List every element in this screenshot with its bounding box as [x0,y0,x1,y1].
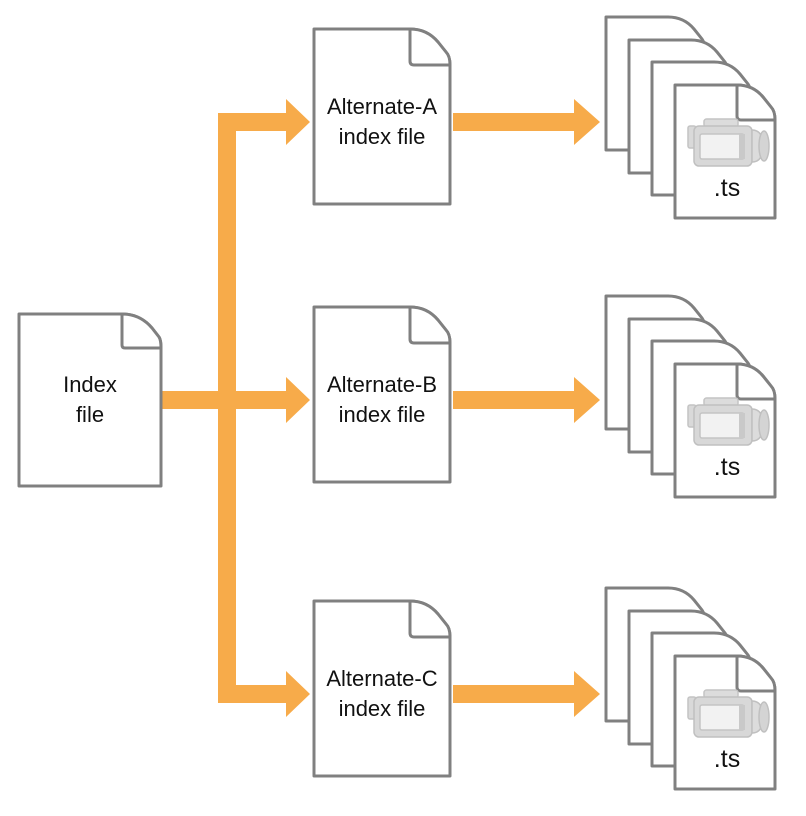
bus-arm-top [218,99,310,145]
ts-stack-a-label: .ts [714,174,740,202]
index-file-label-line2: file [76,402,104,427]
connector-arrow-a-to-ts [453,99,600,145]
index-file-label-line1: Index [63,372,117,397]
bus-vertical-spine [218,113,236,703]
alternate-b-label-line1: Alternate-B [327,372,437,397]
document-fold-icon [120,312,163,350]
connector-trunk-bus [160,99,310,717]
arrow-c-shape [453,671,600,717]
alternate-c-label-line1: Alternate-C [326,666,437,691]
arrow-b-shape [453,377,600,423]
ts-stack-fold-icon [735,83,777,122]
bus-arm-bottom [218,671,310,717]
ts-stack-fold-icon [735,654,777,693]
camcorder-icon [687,118,770,167]
index-file[interactable]: Index file [17,312,163,488]
document-fold-icon [408,599,452,639]
alternate-c[interactable]: Alternate-C index file [312,599,452,778]
ts-stack-fold-icon [735,362,777,401]
ts-stack-b-label: .ts [714,453,740,481]
alternate-b[interactable]: Alternate-B index file [312,305,452,484]
alternate-a-label-line1: Alternate-A [327,94,437,119]
ts-stack-c[interactable]: .ts [604,586,777,791]
alternate-a[interactable]: Alternate-A index file [312,27,452,206]
document-fold-icon [408,305,452,345]
arrow-a-shape [453,99,600,145]
connector-arrow-b-to-ts [453,377,600,423]
alternate-a-label-line2: index file [339,124,426,149]
ts-stack-c-label: .ts [714,745,740,773]
alternate-c-label-line2: index file [339,696,426,721]
ts-stack-b[interactable]: .ts [604,294,777,499]
camcorder-icon [687,689,770,738]
alternate-b-label-line2: index file [339,402,426,427]
ts-stack-a[interactable]: .ts [604,15,777,220]
connector-arrow-c-to-ts [453,671,600,717]
camcorder-icon [687,397,770,446]
document-fold-icon [408,27,452,67]
